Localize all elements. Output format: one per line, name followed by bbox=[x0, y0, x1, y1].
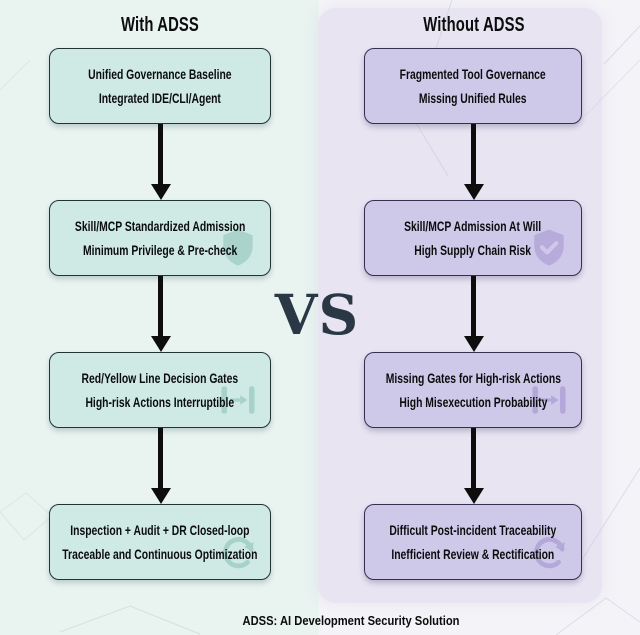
vs-label: VS bbox=[274, 282, 360, 347]
gate-icon bbox=[221, 386, 255, 414]
footer-caption: ADSS: AI Development Security Solution bbox=[242, 613, 460, 628]
flow-box-without-2: Skill/MCP Admission At Will High Supply … bbox=[364, 200, 582, 276]
down-arrow-icon bbox=[463, 428, 484, 504]
flow-box-with-2: Skill/MCP Standardized Admission Minimum… bbox=[49, 200, 271, 276]
shield-check-icon bbox=[534, 229, 564, 266]
flow-box-text: Missing Gates for High-risk Actions High… bbox=[385, 370, 561, 410]
down-arrow-icon bbox=[150, 276, 171, 352]
flow-box-text: Red/Yellow Line Decision Gates High-risk… bbox=[81, 370, 239, 410]
flow-box-text: Inspection + Audit + DR Closed-loop Trac… bbox=[62, 522, 258, 562]
loop-icon bbox=[533, 537, 565, 569]
flow-box-text: Difficult Post-incident Traceability Ine… bbox=[389, 522, 557, 562]
left-column-title: With ADSS bbox=[121, 14, 199, 36]
flow-box-text: Skill/MCP Standardized Admission Minimum… bbox=[74, 218, 246, 258]
loop-icon bbox=[222, 537, 254, 569]
flow-box-with-4: Inspection + Audit + DR Closed-loop Trac… bbox=[49, 504, 271, 580]
flow-box-text: Unified Governance Baseline Integrated I… bbox=[88, 66, 232, 106]
gate-icon bbox=[532, 386, 566, 414]
down-arrow-icon bbox=[463, 276, 484, 352]
flow-box-without-3: Missing Gates for High-risk Actions High… bbox=[364, 352, 582, 428]
down-arrow-icon bbox=[150, 428, 171, 504]
flow-box-with-1: Unified Governance Baseline Integrated I… bbox=[49, 48, 271, 124]
right-column-title: Without ADSS bbox=[423, 14, 525, 36]
flow-box-without-1: Fragmented Tool Governance Missing Unifi… bbox=[364, 48, 582, 124]
flow-box-text: Fragmented Tool Governance Missing Unifi… bbox=[399, 66, 547, 106]
flow-box-with-3: Red/Yellow Line Decision Gates High-risk… bbox=[49, 352, 271, 428]
shield-icon bbox=[223, 229, 253, 266]
down-arrow-icon bbox=[463, 124, 484, 200]
flow-box-text: Skill/MCP Admission At Will High Supply … bbox=[404, 218, 542, 258]
down-arrow-icon bbox=[150, 124, 171, 200]
flow-box-without-4: Difficult Post-incident Traceability Ine… bbox=[364, 504, 582, 580]
